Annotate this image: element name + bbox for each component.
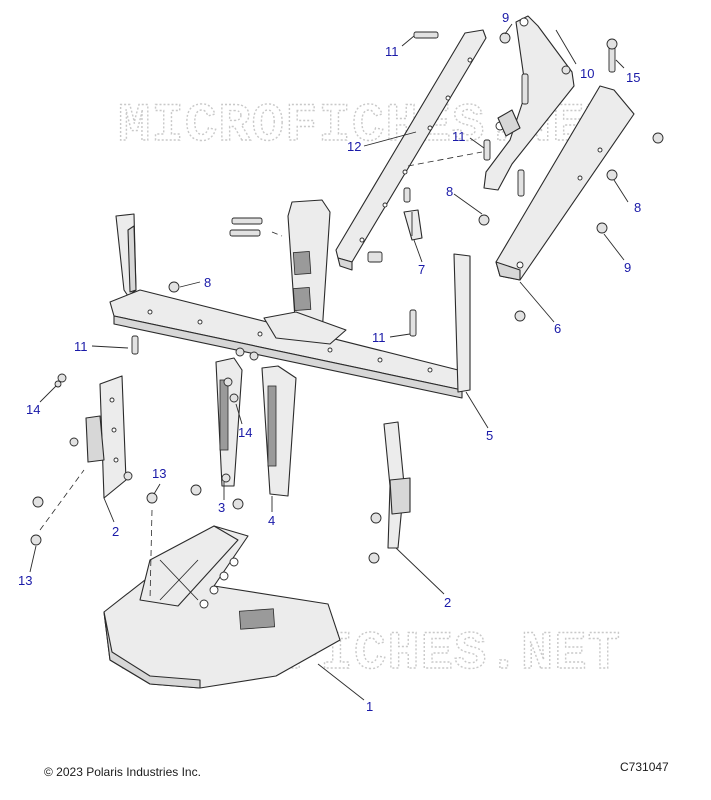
part-10-bracket: [483, 15, 575, 191]
callout-4: 4: [268, 513, 275, 528]
callout-15: 15: [626, 70, 640, 85]
callout-14-mid: 14: [238, 425, 252, 440]
part-1-skid-plate: [103, 525, 341, 689]
callout-2-right: 2: [444, 595, 451, 610]
leader-lines: [29, 23, 629, 701]
part-2-left-bracket: [85, 375, 127, 499]
fasteners: [30, 31, 664, 564]
callout-3: 3: [218, 500, 225, 515]
part-3-side-plate: [215, 357, 243, 487]
center-upright: [263, 199, 347, 345]
assembly-lines: [39, 151, 483, 601]
callout-10: 10: [580, 66, 594, 81]
callout-11-left: 11: [74, 339, 88, 354]
figure-id: C731047: [620, 760, 669, 774]
callout-6: 6: [554, 321, 561, 336]
callout-5: 5: [486, 428, 493, 443]
callout-8-center: 8: [446, 184, 453, 199]
callout-14-left: 14: [26, 402, 40, 417]
part-2-right-bracket: [383, 421, 411, 549]
part-12-long-rail: [335, 29, 487, 271]
callout-8-right: 8: [634, 200, 641, 215]
callout-12: 12: [347, 139, 361, 154]
callout-8-left: 8: [204, 275, 211, 290]
callout-11-low: 11: [372, 330, 386, 345]
part-4-side-plate: [261, 365, 297, 497]
callout-13-left: 13: [18, 573, 32, 588]
callout-11-mid: 11: [452, 129, 466, 144]
callout-9-top: 9: [502, 10, 509, 25]
part-7-clip: [403, 209, 423, 241]
callout-1: 1: [366, 699, 373, 714]
callout-11-top: 11: [385, 44, 399, 59]
callout-7: 7: [418, 262, 425, 277]
callout-2-left: 2: [112, 524, 119, 539]
callout-9-right: 9: [624, 260, 631, 275]
copyright-notice: © 2023 Polaris Industries Inc.: [44, 765, 201, 779]
callout-13-mid: 13: [152, 466, 166, 481]
part-6-angle-rail: [495, 85, 635, 281]
callouts: 9 11 10 15 11 12 8 8 9 7 8 6 11 11 5 14 …: [18, 10, 641, 714]
